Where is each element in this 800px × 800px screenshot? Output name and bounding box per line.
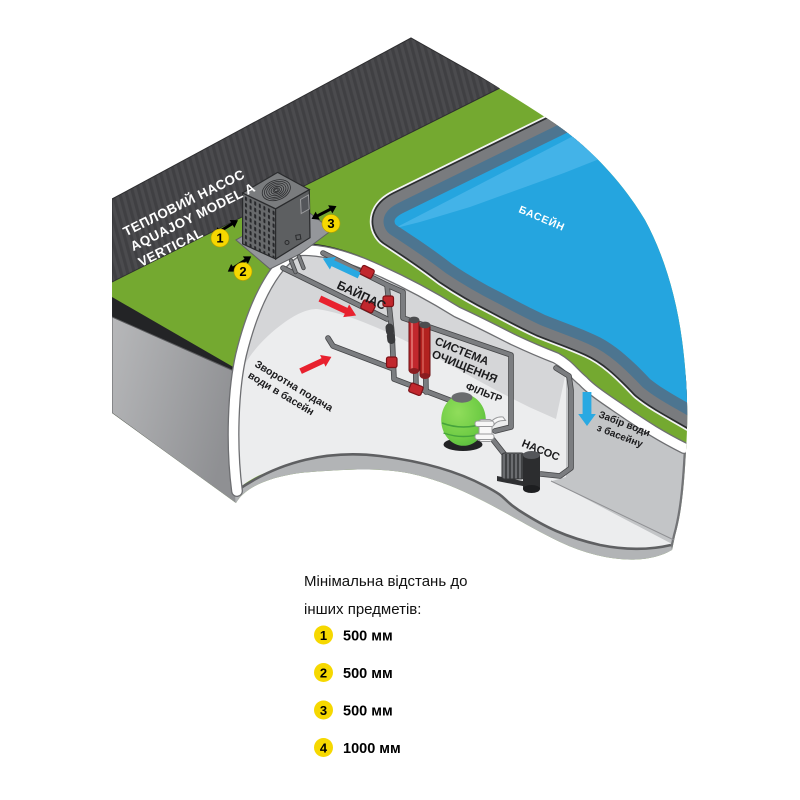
svg-text:2: 2 — [320, 665, 327, 680]
svg-text:4: 4 — [320, 740, 328, 755]
svg-text:1: 1 — [320, 628, 327, 643]
svg-text:2: 2 — [239, 264, 246, 279]
svg-text:3: 3 — [327, 216, 334, 231]
svg-text:1: 1 — [216, 231, 223, 246]
svg-text:3: 3 — [320, 703, 327, 718]
svg-text:500 мм: 500 мм — [343, 704, 393, 720]
svg-text:Мінімальна відстань до: Мінімальна відстань до — [304, 573, 467, 590]
svg-text:1000 мм: 1000 мм — [343, 741, 401, 757]
svg-text:інших предметів:: інших предметів: — [304, 601, 421, 618]
svg-text:500 мм: 500 мм — [343, 629, 393, 645]
svg-text:500 мм: 500 мм — [343, 666, 393, 682]
